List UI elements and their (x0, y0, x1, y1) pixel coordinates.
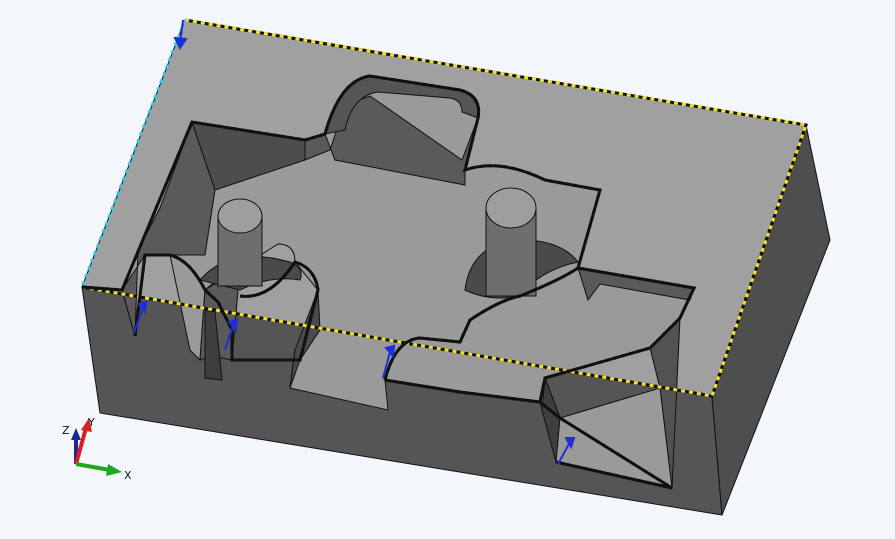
coordinate-triad: Z Y X (62, 416, 132, 482)
direction-arrows (133, 19, 576, 465)
pocket-left-slot[interactable] (204, 309, 223, 381)
arrow-left-slot-icon (133, 300, 148, 334)
boss-left-top-face[interactable] (217, 198, 263, 234)
arrow-right-slot-icon (557, 437, 576, 465)
pocket[interactable] (121, 75, 695, 489)
arrow-top-left-icon (173, 19, 188, 50)
selection-outer-loop[interactable] (80, 18, 808, 398)
x-axis-label: X (124, 469, 132, 482)
y-axis-arrow (74, 427, 88, 465)
y-axis-label: Y (87, 416, 95, 429)
boss-left[interactable] (199, 198, 302, 291)
selection-pocket-loop[interactable] (80, 74, 697, 490)
arrow-center-icon (382, 344, 396, 379)
x-axis-arrow (75, 462, 111, 472)
arrow-center-left-icon (224, 318, 239, 351)
boss-right[interactable] (464, 187, 579, 299)
z-axis-label: Z (62, 424, 70, 437)
boss-right-top-face[interactable] (485, 187, 537, 229)
